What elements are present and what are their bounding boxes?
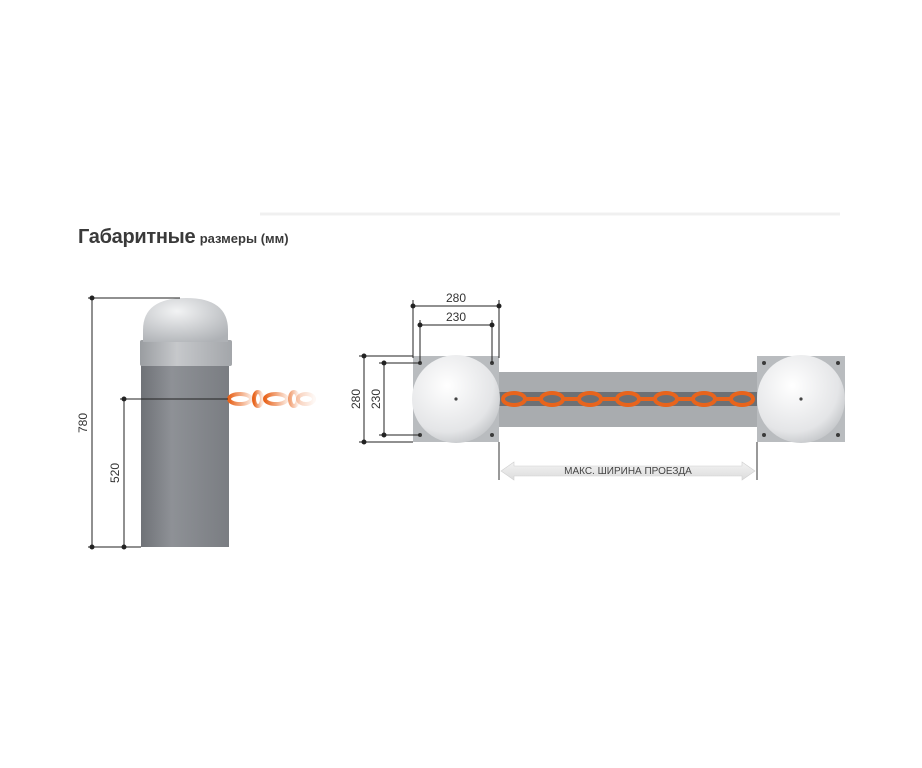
- dim-780-label: 780: [76, 413, 90, 433]
- top-view: 280 230 280 230: [349, 291, 845, 481]
- post-body: [141, 364, 229, 547]
- diagram-title: Габаритные размеры (мм): [78, 226, 289, 249]
- passage-extension-lines: [498, 442, 758, 480]
- dim-520-label: 520: [108, 463, 122, 483]
- dim-230-horizontal: [417, 320, 495, 363]
- top-chain: [501, 391, 755, 407]
- dim-520: [120, 396, 228, 550]
- dim-280-v-label: 280: [349, 389, 363, 409]
- dim-230-vertical: [379, 360, 420, 438]
- side-view: 780 520: [76, 295, 316, 550]
- post-cap: [143, 298, 228, 342]
- post-collar: [140, 340, 232, 366]
- dim-280-h-label: 280: [446, 291, 466, 305]
- passage-width-arrow: [500, 461, 756, 481]
- passage-width-label: МАКС. ШИРИНА ПРОЕЗДА: [564, 466, 692, 477]
- dim-230-v-label: 230: [369, 389, 383, 409]
- dim-280-horizontal: [410, 300, 502, 358]
- side-chain: [227, 390, 316, 408]
- dim-280-vertical: [359, 353, 413, 445]
- title-main: Габаритные: [78, 226, 196, 248]
- title-sub: размеры (мм): [199, 231, 289, 246]
- dim-230-h-label: 230: [446, 310, 466, 324]
- dim-780: [88, 295, 180, 550]
